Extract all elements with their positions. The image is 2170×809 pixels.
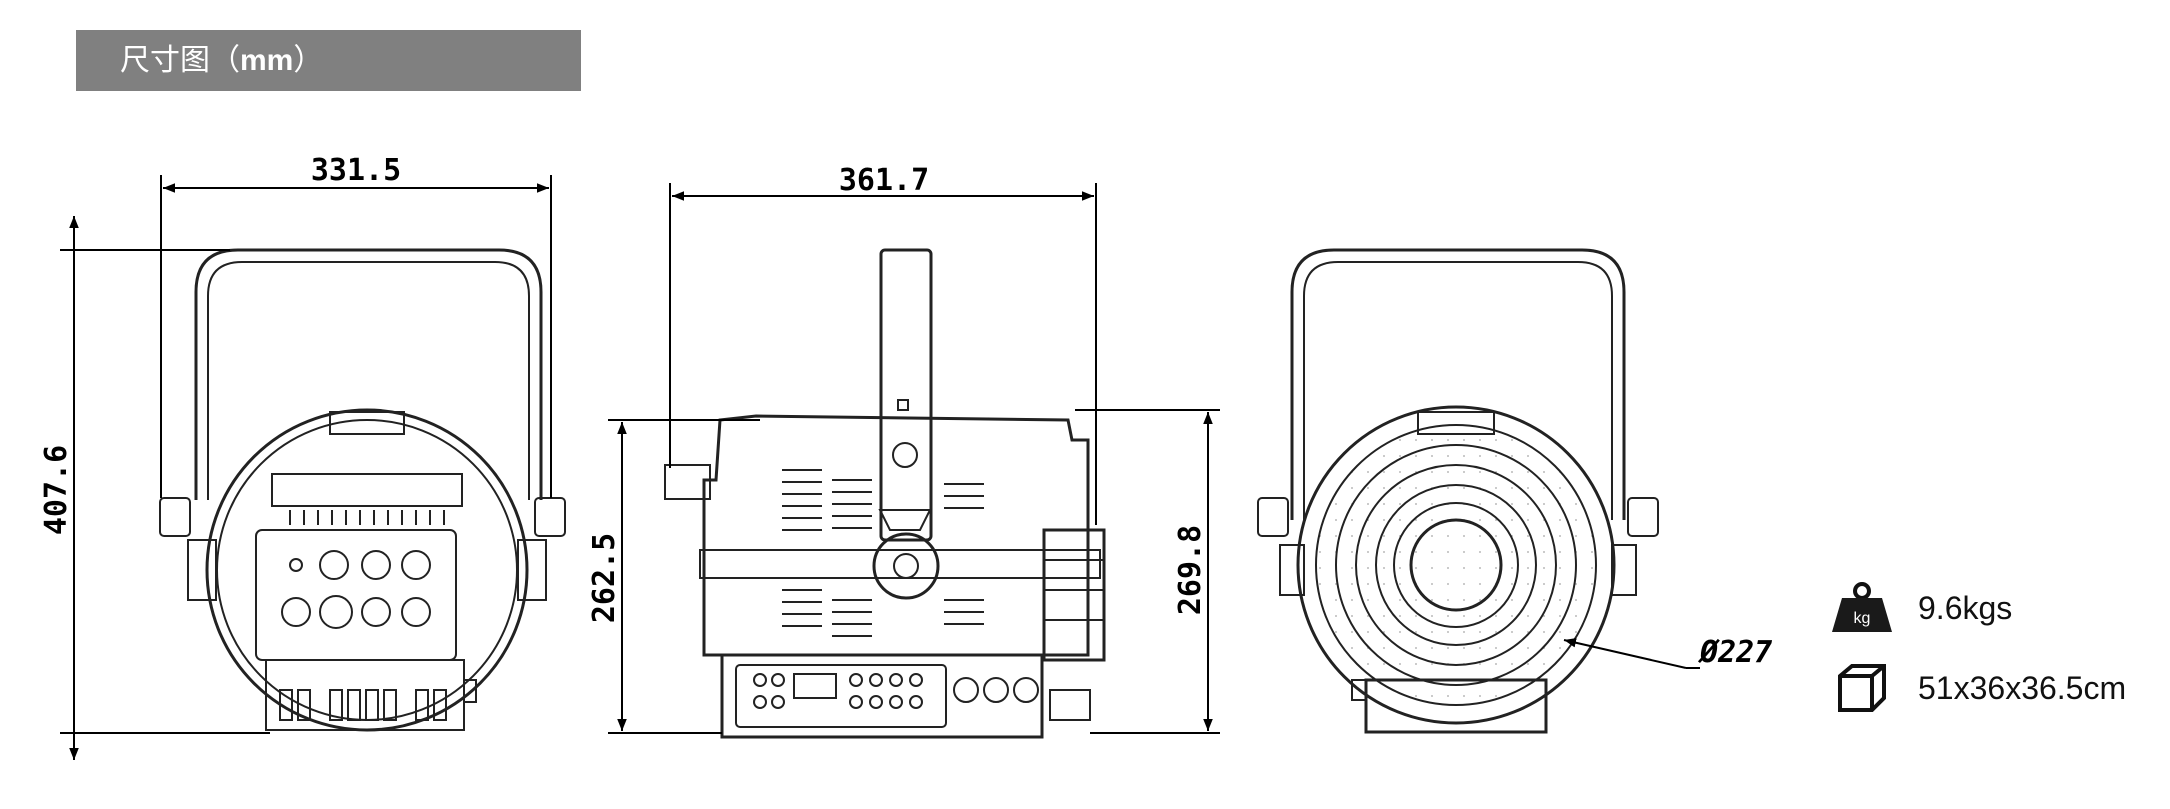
side-width-label: 361.7 [839, 163, 929, 198]
side-control-box [720, 653, 1044, 739]
header-unit: mm [240, 44, 294, 77]
front-connector-panel [255, 529, 457, 661]
side-yoke-arm [879, 248, 933, 542]
front-knob-left [159, 497, 191, 537]
side-right-height-label: 269.8 [1173, 525, 1208, 615]
front-yoke [194, 248, 543, 500]
back-lens-outer [1296, 405, 1616, 725]
box-icon [1838, 664, 1886, 712]
back-diameter-leader [1563, 638, 1687, 669]
back-view [1257, 248, 1659, 734]
weight-spec: kg 9.6kgs [1830, 582, 2012, 634]
back-diameter-label: Ø227 [1697, 635, 1772, 670]
back-knob-right [1627, 497, 1659, 537]
weight-value: 9.6kgs [1918, 589, 2013, 626]
header-banner: 尺寸图（mm） [76, 30, 581, 91]
front-view [159, 248, 566, 732]
header-title-text: 尺寸图 [120, 44, 210, 77]
front-height-label: 407.6 [39, 445, 74, 535]
front-knob-right [534, 497, 566, 537]
side-pivot-knob [872, 532, 940, 600]
weight-icon: kg [1832, 582, 1892, 632]
back-diameter-symbol: Ø [1697, 635, 1720, 670]
side-left-height-label: 262.5 [587, 533, 622, 623]
side-view [664, 248, 1106, 739]
back-diameter-value: 227 [1717, 635, 1772, 670]
header-title: 尺寸图（mm） [120, 44, 324, 77]
back-knob-left [1257, 497, 1289, 537]
back-yoke [1290, 248, 1626, 520]
weight-icon-text: kg [1854, 610, 1871, 627]
package-spec: 51x36x36.5cm [1830, 662, 2126, 714]
back-lens-center [1409, 518, 1503, 612]
front-width-label: 331.5 [311, 153, 401, 188]
package-value: 51x36x36.5cm [1918, 669, 2127, 706]
